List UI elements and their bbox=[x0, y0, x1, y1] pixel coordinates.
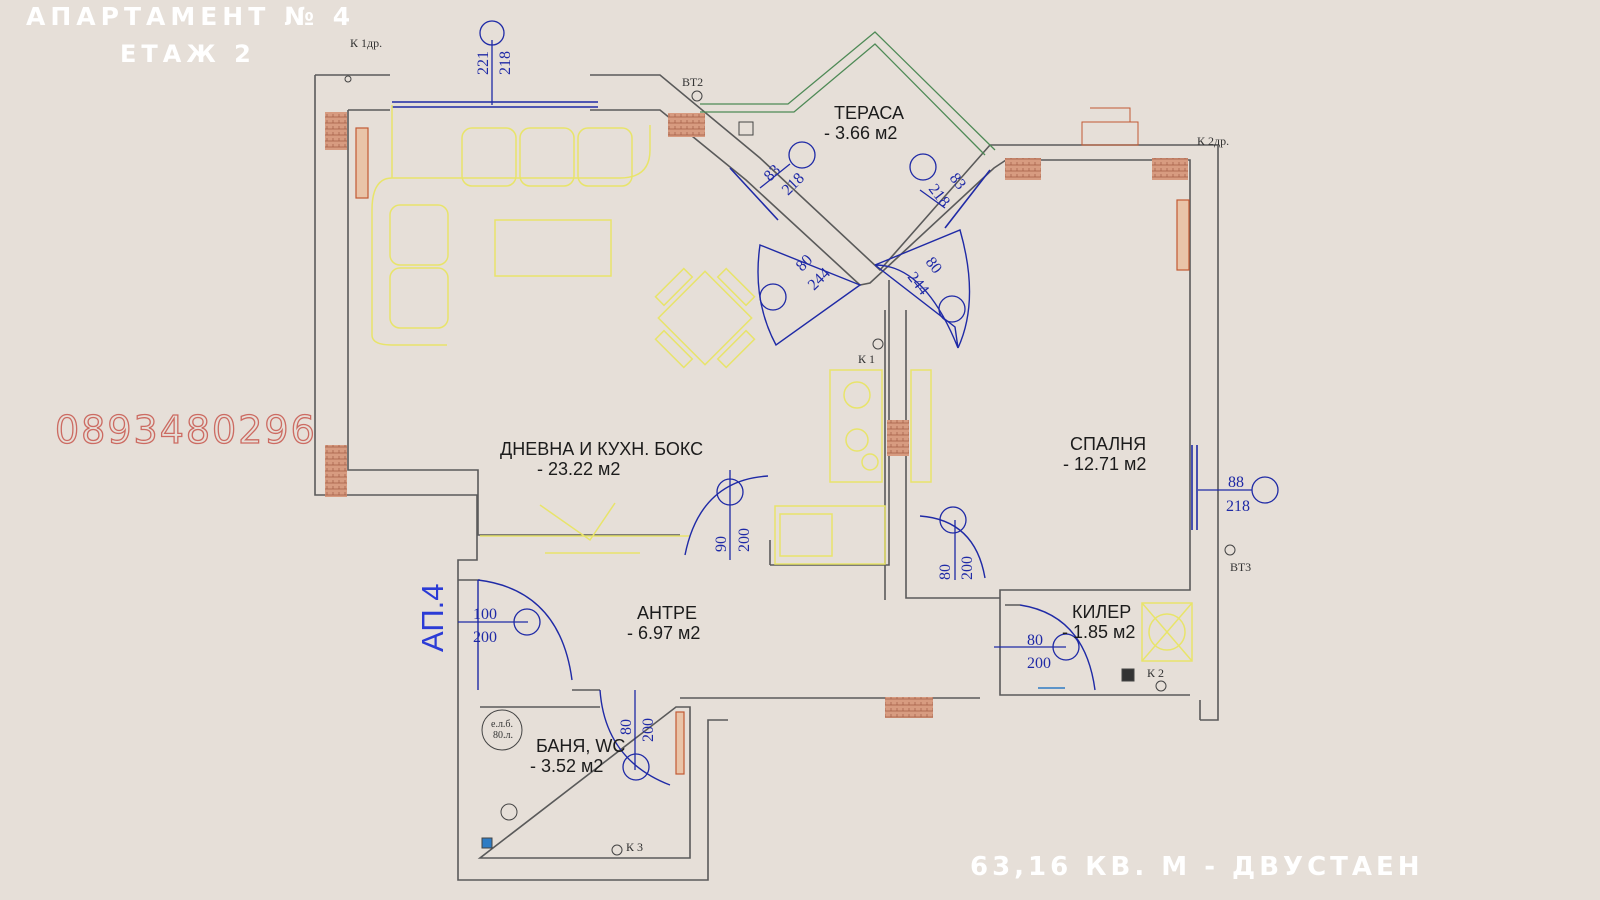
walls bbox=[314, 74, 1219, 881]
dim-bedroom-window-a: 88 bbox=[1228, 474, 1244, 491]
fixtures bbox=[344, 75, 1236, 856]
dim-door-right-a: 80 bbox=[922, 254, 945, 277]
windows bbox=[392, 101, 1198, 530]
dim-storage-b: 200 bbox=[1027, 655, 1051, 672]
label-boiler-a: е.л.б. bbox=[491, 719, 513, 730]
room-bedroom-area: - 12.71 м2 bbox=[1063, 454, 1146, 474]
dim-terrace-right-b: 218 bbox=[925, 181, 953, 210]
area-summary: 63,16 КВ. М - ДВУСТАЕН bbox=[970, 852, 1424, 882]
room-terrace-area: - 3.66 м2 bbox=[824, 123, 897, 143]
label-k2: К 2 bbox=[1147, 666, 1164, 680]
dimension-labels: 221 218 83 218 83 218 80 244 80 244 88 2… bbox=[473, 51, 1250, 742]
doors bbox=[477, 229, 1096, 786]
dim-bath-b: 200 bbox=[640, 718, 657, 742]
room-bedroom-name: СПАЛНЯ bbox=[1070, 434, 1146, 454]
dim-bedroom-window-b: 218 bbox=[1226, 498, 1250, 515]
dim-storage-a: 80 bbox=[1027, 632, 1043, 649]
dim-living-door-b: 200 bbox=[736, 528, 753, 552]
room-storage-area: - 1.85 м2 bbox=[1062, 622, 1135, 642]
room-living-name: ДНЕВНА И КУХН. БОКС bbox=[500, 439, 703, 459]
brick-columns bbox=[325, 112, 1188, 718]
marker-labels: К 1др. К 2др. ВТ2 ВТ3 К 1 К 2 К 3 е.л.б.… bbox=[350, 36, 1251, 854]
dim-entry-a: 100 bbox=[473, 606, 497, 623]
phone-number: 0893480296 bbox=[54, 407, 317, 452]
dimension-markers bbox=[458, 20, 1279, 781]
label-k3: К 3 bbox=[626, 840, 643, 854]
terrace-railing bbox=[700, 31, 996, 156]
dim-bedroom-door-b: 200 bbox=[959, 556, 976, 580]
dim-terrace-left-a: 83 bbox=[761, 161, 784, 184]
label-bt3: ВТ3 bbox=[1230, 560, 1251, 574]
dim-bath-a: 80 bbox=[618, 719, 635, 735]
room-bath-name: БАНЯ, WC bbox=[536, 736, 625, 756]
room-storage-name: КИЛЕР bbox=[1072, 602, 1131, 622]
room-hall-name: АНТРЕ bbox=[637, 603, 697, 623]
room-terrace-name: ТЕРАСА bbox=[834, 103, 904, 123]
dim-entry-b: 200 bbox=[473, 629, 497, 646]
dim-top-window-a: 221 bbox=[475, 51, 492, 75]
room-labels: ДНЕВНА И КУХН. БОКС - 23.22 м2 ТЕРАСА - … bbox=[500, 103, 1146, 776]
label-k1dr: К 1др. bbox=[350, 36, 382, 50]
floor-label: ЕТАЖ 2 bbox=[120, 40, 256, 68]
dim-door-left-a: 80 bbox=[793, 251, 816, 274]
dim-bedroom-door-a: 80 bbox=[937, 564, 954, 580]
room-hall-area: - 6.97 м2 bbox=[627, 623, 700, 643]
dim-top-window-b: 218 bbox=[497, 51, 514, 75]
label-bt2: ВТ2 bbox=[682, 75, 703, 89]
label-boiler-b: 80.л. bbox=[493, 730, 513, 741]
label-k2dr: К 2др. bbox=[1197, 134, 1229, 148]
label-k1: К 1 bbox=[858, 352, 875, 366]
furniture bbox=[371, 105, 1193, 662]
dim-living-door-a: 90 bbox=[713, 536, 730, 552]
radiators bbox=[355, 127, 1190, 775]
plan-title: АПАРТАМЕНТ № 4 bbox=[26, 2, 356, 31]
room-living-area: - 23.22 м2 bbox=[537, 459, 620, 479]
room-bath-area: - 3.52 м2 bbox=[530, 756, 603, 776]
apartment-tag: АП.4 bbox=[415, 584, 450, 652]
